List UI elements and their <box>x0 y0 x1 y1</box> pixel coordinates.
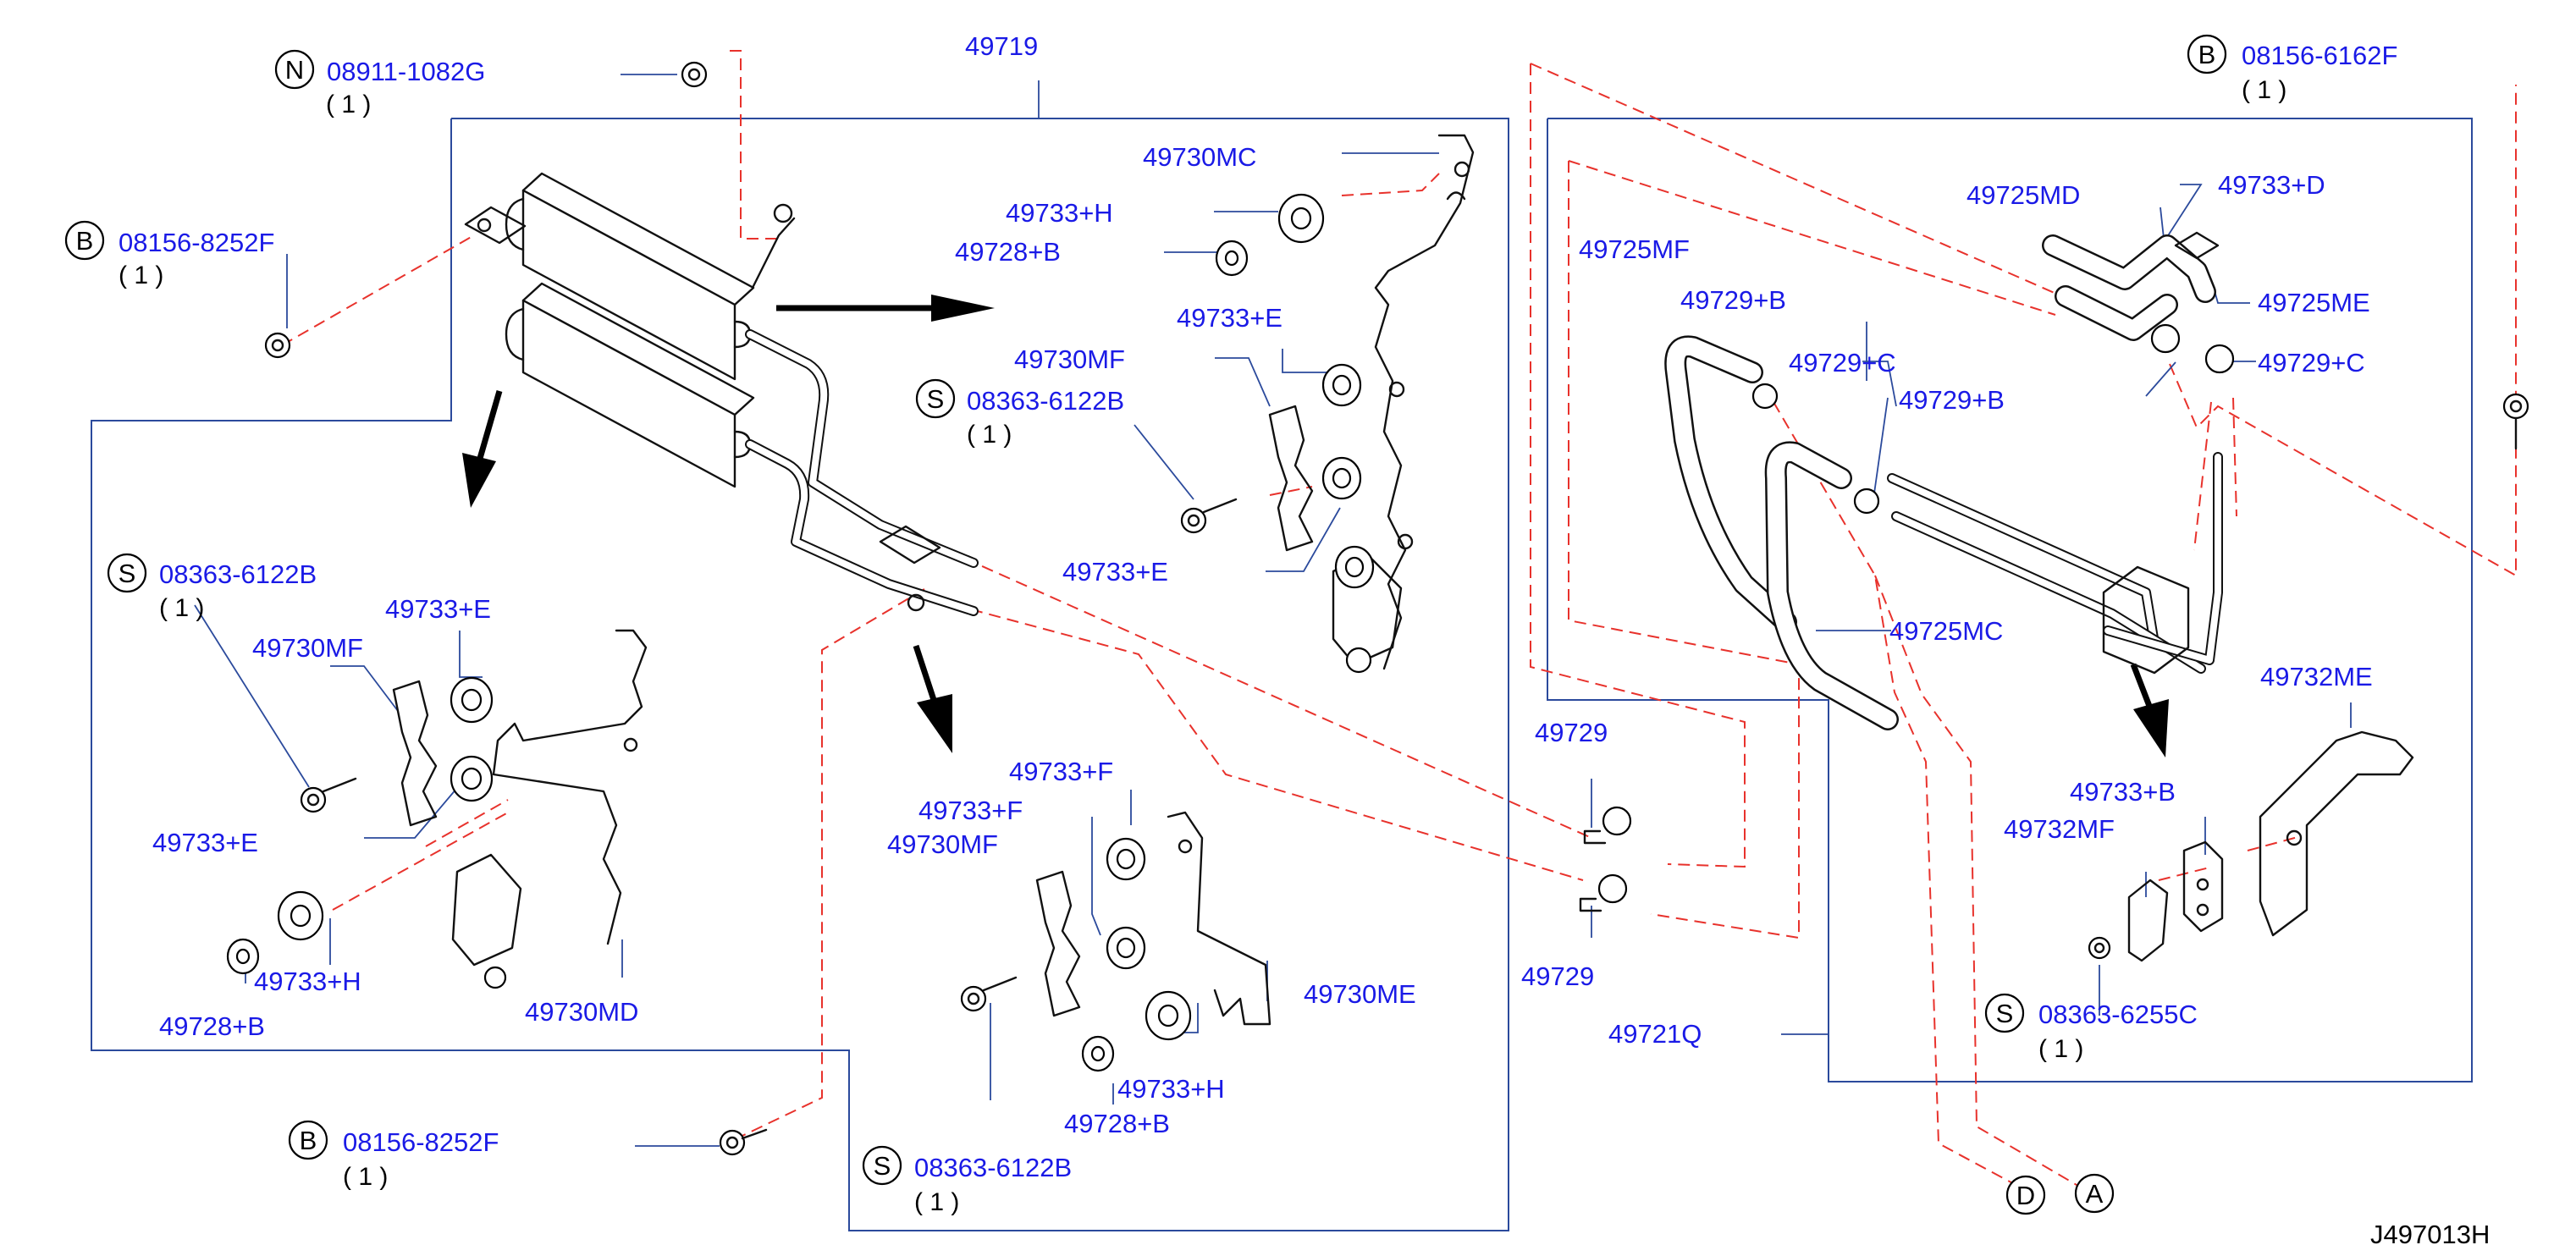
label-08363-6122b-top[interactable]: 08363-6122B <box>967 386 1124 416</box>
label-08363-6255c[interactable]: 08363-6255C <box>2038 1000 2198 1029</box>
label-08156-8252f-top[interactable]: 08156-8252F <box>119 228 274 257</box>
quantity: ( 1 ) <box>159 594 204 622</box>
ref-a: A <box>2086 1179 2104 1209</box>
bolt-icon <box>960 976 1018 1012</box>
quantity: ( 1 ) <box>2242 76 2286 104</box>
label-49733e-top2[interactable]: 49733+E <box>1062 557 1168 587</box>
prefix-b: B <box>76 226 94 256</box>
label-49730me[interactable]: 49730ME <box>1304 979 1416 1009</box>
label-49733f-a[interactable]: 49733+F <box>1009 757 1113 786</box>
label-49728b-left[interactable]: 49728+B <box>159 1011 265 1041</box>
bracket-icon <box>2127 879 2169 962</box>
quantity: ( 1 ) <box>967 421 1012 449</box>
prefix-s: S <box>1996 999 2014 1028</box>
quantity: ( 1 ) <box>914 1188 959 1216</box>
frame-lines <box>91 80 2473 1231</box>
quantity: ( 1 ) <box>326 91 371 118</box>
diagram-code: J497013H <box>2370 1220 2490 1249</box>
label-49729b-b[interactable]: 49729+B <box>1899 385 2005 415</box>
label-08911-1082g[interactable]: 08911-1082G <box>327 57 485 86</box>
label-49728b-mid[interactable]: 49728+B <box>1064 1109 1170 1138</box>
label-49733e-top[interactable]: 49733+E <box>1177 303 1282 333</box>
label-08156-6162f[interactable]: 08156-6162F <box>2242 41 2397 70</box>
leader-lines <box>194 74 2352 1147</box>
label-49719[interactable]: 49719 <box>965 31 1038 61</box>
label-49733f-b[interactable]: 49733+F <box>918 796 1023 825</box>
label-49733h-left[interactable]: 49733+H <box>254 967 361 996</box>
clamp-icon <box>1268 405 1314 552</box>
label-49725mf[interactable]: 49725MF <box>1579 234 1690 264</box>
prefix-n: N <box>285 55 304 85</box>
bolt-icon <box>1180 498 1238 534</box>
label-49729c-b[interactable]: 49729+C <box>2258 348 2365 377</box>
quantity: ( 1 ) <box>343 1163 388 1191</box>
label-08363-6122b-mid[interactable]: 08363-6122B <box>914 1153 1072 1182</box>
label-49733e-left[interactable]: 49733+E <box>385 594 491 624</box>
prefix-badges: N B S S B S B S D A <box>64 34 2227 1215</box>
label-49725mc[interactable]: 49725MC <box>1889 616 2003 646</box>
quantity: ( 1 ) <box>2038 1035 2083 1063</box>
label-49730mf-left[interactable]: 49730MF <box>252 633 363 663</box>
label-49733e-left2[interactable]: 49733+E <box>152 828 258 857</box>
grommet-icon <box>1215 193 1375 589</box>
label-49730mf-mid[interactable]: 49730MF <box>887 829 998 859</box>
part-labels: 49719 08911-1082G ( 1 ) 08156-8252F ( 1 … <box>119 31 2490 1249</box>
oil-cooler-icon <box>464 172 979 616</box>
clamp-icon <box>1751 323 2235 515</box>
clamp-icon <box>1035 870 1081 1017</box>
bolt-icon <box>719 1128 768 1156</box>
prefix-s: S <box>874 1151 891 1181</box>
clamp-icon <box>392 680 522 989</box>
label-49728b-top[interactable]: 49728+B <box>955 237 1061 267</box>
label-08156-8252f-bot[interactable]: 08156-8252F <box>343 1127 499 1157</box>
down-arrow-icon <box>2130 663 2169 757</box>
label-49733d[interactable]: 49733+D <box>2218 170 2325 200</box>
label-49729-b[interactable]: 49729 <box>1521 961 1594 991</box>
down-arrow-icon <box>913 644 952 753</box>
bracket-icon <box>1167 811 1271 1026</box>
clamp-icon <box>2182 840 2224 933</box>
ref-d: D <box>2016 1181 2035 1210</box>
label-49732mf[interactable]: 49732MF <box>2004 814 2115 844</box>
bracket-icon <box>1374 134 1475 670</box>
label-49733h-top[interactable]: 49733+H <box>1006 198 1113 228</box>
bolt-icon <box>681 61 708 88</box>
hose-icon <box>1664 231 2223 730</box>
bracket-icon <box>492 629 648 945</box>
quantity: ( 1 ) <box>119 262 163 289</box>
label-08363-6122b-left[interactable]: 08363-6122B <box>159 559 317 589</box>
grommet-icon <box>226 676 494 975</box>
prefix-b: B <box>300 1126 317 1155</box>
label-49730mf-top[interactable]: 49730MF <box>1014 344 1125 374</box>
label-49729c-a[interactable]: 49729+C <box>1789 348 1896 377</box>
label-49721q[interactable]: 49721Q <box>1608 1019 1702 1049</box>
label-49730md[interactable]: 49730MD <box>525 997 638 1027</box>
prefix-b: B <box>2198 40 2216 69</box>
down-arrow-icon <box>462 390 503 508</box>
bolt-icon <box>300 777 357 813</box>
bolt-icon <box>264 332 291 359</box>
right-arrow-icon <box>776 295 995 322</box>
prefix-s: S <box>119 559 136 588</box>
label-49725me[interactable]: 49725ME <box>2258 288 2370 317</box>
clamp-icon <box>1579 806 1632 912</box>
label-49733b[interactable]: 49733+B <box>2070 777 2176 807</box>
label-49730mc[interactable]: 49730MC <box>1143 142 1256 172</box>
prefix-s: S <box>927 384 945 414</box>
label-49732me[interactable]: 49732ME <box>2260 662 2373 691</box>
label-49725md[interactable]: 49725MD <box>1966 180 2080 210</box>
bracket-icon <box>2259 730 2414 937</box>
bolt-icon <box>2088 936 2111 960</box>
label-49729-a[interactable]: 49729 <box>1535 718 1608 747</box>
bolt-icon <box>2502 393 2529 450</box>
label-49729b-a[interactable]: 49729+B <box>1680 285 1786 315</box>
grommet-icon <box>1081 837 1192 1072</box>
label-49733h-mid[interactable]: 49733+H <box>1117 1074 1225 1104</box>
